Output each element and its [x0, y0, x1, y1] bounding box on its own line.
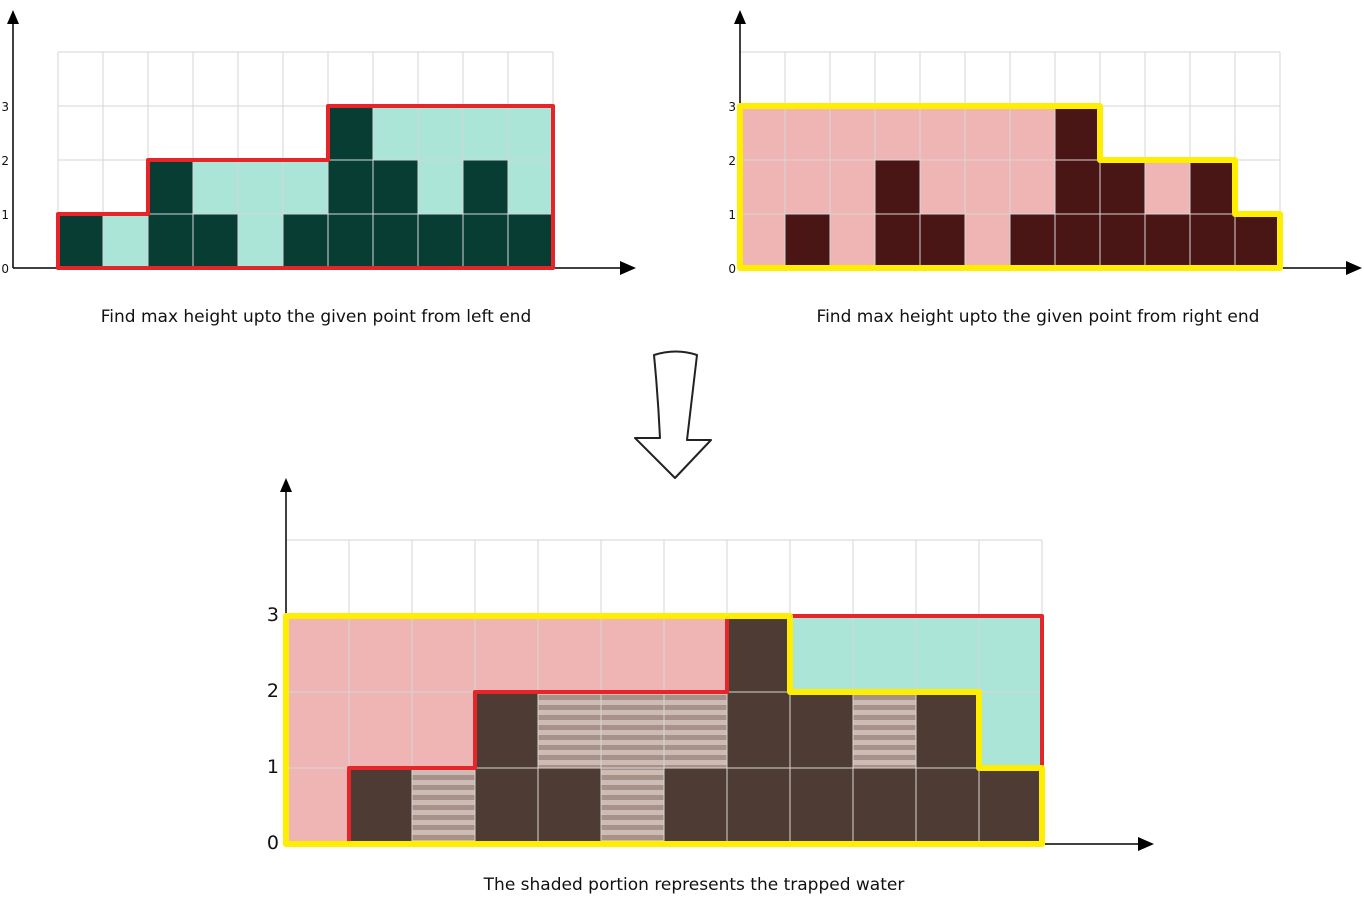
combined-y-ticks: 0 1 2 3 [267, 604, 279, 854]
left-max-fill-cell [193, 160, 238, 214]
y-tick-label: 3 [1, 100, 9, 114]
left-max-fill-cell [853, 616, 916, 692]
right-max-fill-cell [875, 106, 920, 160]
elevation-bar [328, 106, 373, 268]
y-tick-label: 2 [1, 154, 9, 168]
right-max-fill-cell [601, 616, 664, 692]
trapped-water-cell [853, 692, 916, 768]
y-axis-arrowhead [734, 10, 746, 24]
y-tick-label: 0 [1, 262, 9, 276]
y-axis-arrowhead [7, 10, 19, 24]
elevation-bar [283, 214, 328, 268]
left-max-outline-path [347, 614, 1044, 846]
elevation-bar [785, 214, 830, 268]
elevation-bar [920, 214, 965, 268]
elevation-bar [979, 768, 1042, 844]
right-max-fill-cell [664, 616, 727, 692]
y-tick-label: 1 [728, 208, 736, 222]
y-tick-label: 3 [728, 100, 736, 114]
elevation-bar [727, 616, 790, 844]
left-max-y-ticks: 0 1 2 3 [1, 100, 9, 276]
left-max-fill-cell [373, 106, 418, 160]
right-max-fill-cell [538, 616, 601, 692]
y-tick-label: 2 [267, 680, 279, 702]
trapped-water-caption: The shaded portion represents the trappe… [483, 875, 905, 895]
right-max-y-ticks: 0 1 2 3 [728, 100, 736, 276]
elevation-bar [1235, 214, 1280, 268]
right-max-outline [737, 103, 1283, 271]
elevation-bar [538, 768, 601, 844]
left-max-outline [56, 104, 555, 270]
trapped-water-cell [538, 692, 601, 768]
y-tick-label: 1 [267, 756, 279, 778]
elevation-bar [1145, 214, 1190, 268]
left-max-fill-cell [283, 160, 328, 214]
y-tick-label: 1 [1, 208, 9, 222]
right-max-fill-cell [1145, 160, 1190, 214]
elevation-bar [664, 768, 727, 844]
elevation-bar [853, 768, 916, 844]
right-max-fill-cell [286, 616, 349, 844]
left-max-fill-cell [790, 616, 853, 692]
left-max-outline-path [56, 104, 555, 270]
x-axis-arrowhead [1346, 261, 1362, 275]
elevation-bar [1055, 106, 1100, 268]
y-tick-label: 3 [267, 604, 279, 626]
elevation-bar [349, 768, 412, 844]
y-axis-arrowhead [280, 478, 292, 492]
y-tick-label: 2 [728, 154, 736, 168]
right-max-outline-path [737, 103, 1283, 271]
elevation-bar [1010, 214, 1055, 268]
down-arrow-icon [634, 350, 712, 479]
left-max-fill-cell [103, 214, 148, 268]
left-max-caption: Find max height upto the given point fro… [101, 307, 532, 327]
left-max-fill-cell [916, 616, 979, 692]
combined-outlines [283, 613, 1045, 847]
left-max-cells [58, 106, 553, 268]
elevation-bar [508, 214, 553, 268]
trapped-water-cell [664, 692, 727, 768]
y-tick-label: 0 [728, 262, 736, 276]
right-max-fill-cell [965, 106, 1010, 268]
elevation-bar [58, 214, 103, 268]
y-tick-label: 0 [267, 832, 279, 854]
x-axis-arrowhead [620, 261, 636, 275]
trapped-water-chart: 0 1 2 3 [267, 478, 1154, 854]
right-max-outline-path [283, 613, 1045, 847]
left-max-chart: 0 1 2 3 [1, 10, 636, 276]
elevation-bar [418, 214, 463, 268]
right-max-caption: Find max height upto the given point fro… [817, 307, 1260, 327]
right-max-fill-cell [475, 616, 538, 692]
right-max-fill-cell [830, 106, 875, 268]
x-axis-arrowhead [1138, 837, 1154, 851]
elevation-bar [193, 214, 238, 268]
trapped-water-cell [412, 768, 475, 844]
right-max-fill-cell [740, 106, 785, 268]
right-max-chart: 0 1 2 3 [728, 10, 1362, 276]
left-max-fill-cell [463, 106, 508, 160]
